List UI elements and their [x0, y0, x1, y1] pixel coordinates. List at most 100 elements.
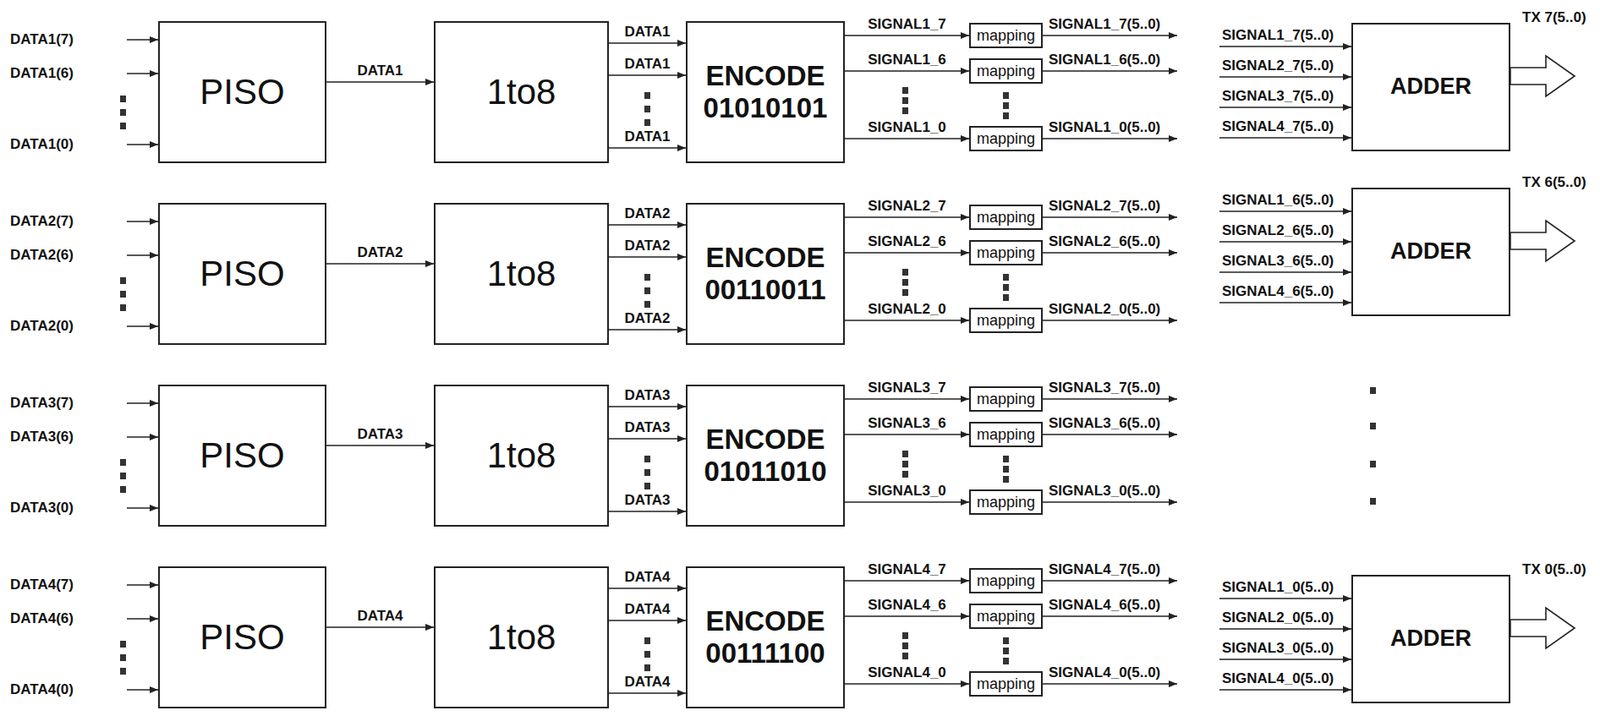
input-arrow	[126, 402, 159, 405]
bus-output-arrow	[1510, 608, 1575, 649]
signal-label: DATA2(0)	[10, 317, 74, 335]
signal-arrow	[326, 263, 434, 265]
demux-box: 1to8	[433, 21, 609, 164]
bus-output-arrow	[1510, 220, 1575, 262]
mapping-box: mapping	[969, 568, 1043, 594]
signal-name: DATA4	[624, 601, 670, 619]
ellipsis-dot	[1002, 647, 1009, 655]
box-text: 01011010	[703, 455, 827, 488]
ellipsis-dot	[902, 460, 909, 468]
box-text: ENCODE	[705, 241, 825, 274]
signal-label: DATA3(6)	[10, 428, 74, 446]
ellipsis-dot	[120, 641, 127, 648]
signal-arrow	[608, 510, 686, 513]
ellipsis-dot	[902, 450, 909, 458]
mapping-box: mapping	[969, 240, 1043, 266]
demux-box: 1to8	[433, 202, 609, 346]
piso-box: PISO	[158, 384, 327, 527]
input-arrow	[126, 143, 159, 146]
signal-name: SIGNAL2_7	[867, 197, 947, 215]
adder-box: ADDER	[1351, 187, 1511, 317]
signal-name: DATA1	[624, 55, 670, 73]
signal-label: SIGNAL4_7(5..0)	[1048, 561, 1161, 579]
ellipsis-dot	[120, 95, 127, 103]
adder-box: ADDER	[1351, 575, 1511, 704]
box-text: ENCODE	[705, 423, 825, 456]
box-text: 1to8	[487, 253, 557, 295]
ellipsis-dot	[644, 92, 651, 99]
ellipsis-dot	[120, 290, 127, 298]
ellipsis-dot	[644, 664, 651, 672]
box-text: 1to8	[487, 617, 557, 658]
ellipsis-dot	[902, 279, 909, 286]
signal-arrow	[608, 256, 686, 258]
output-arrow	[1042, 252, 1178, 254]
signal-label: SIGNAL2_0(5..0)	[1048, 301, 1161, 318]
ellipsis-dot	[902, 289, 909, 296]
output-arrow	[1042, 501, 1178, 504]
encoder-box: ENCODE01010101	[685, 21, 845, 164]
signal-arrow	[608, 74, 686, 77]
signal-arrow	[844, 580, 970, 582]
signal-label: SIGNAL2_7(5..0)	[1221, 57, 1334, 75]
signal-name: SIGNAL4_0	[867, 664, 947, 682]
bus-input-arrow	[1219, 106, 1352, 109]
input-arrow	[126, 254, 159, 257]
ellipsis-dot	[1002, 92, 1009, 99]
signal-label: SIGNAL2_7(5..0)	[1048, 197, 1161, 215]
ellipsis-dot	[1369, 498, 1376, 505]
signal-label: SIGNAL1_7(5..0)	[1048, 16, 1161, 33]
input-arrow	[126, 220, 159, 223]
signal-name: SIGNAL4_7	[867, 561, 947, 579]
box-text: mapping	[976, 62, 1036, 81]
input-arrow	[126, 584, 159, 587]
ellipsis-dot	[644, 273, 651, 281]
mapping-box: mapping	[969, 489, 1043, 516]
signal-label: SIGNAL4_6(5..0)	[1221, 283, 1334, 301]
signal-arrow	[608, 405, 686, 408]
bus-input-arrow	[1219, 658, 1352, 661]
ellipsis-dot	[902, 97, 909, 105]
signal-name: DATA3	[624, 419, 670, 437]
signal-label: DATA3(0)	[10, 499, 74, 517]
signal-name: SIGNAL2_6	[867, 233, 947, 251]
mapping-box: mapping	[969, 307, 1043, 334]
ellipsis-dot	[644, 455, 651, 463]
bus-input-arrow	[1219, 45, 1352, 48]
output-arrow	[1042, 216, 1178, 219]
signal-name: DATA1	[624, 128, 670, 146]
box-text: 1to8	[487, 435, 557, 477]
input-arrow	[126, 618, 159, 620]
signal-label: DATA4(7)	[10, 576, 74, 594]
piso-box: PISO	[158, 21, 327, 164]
signal-arrow	[844, 137, 970, 140]
signal-label: TX 7(5..0)	[1522, 9, 1587, 27]
box-text: ENCODE	[705, 605, 825, 638]
box-text: mapping	[976, 675, 1036, 694]
signal-label: SIGNAL1_6(5..0)	[1048, 51, 1161, 69]
output-arrow	[1042, 615, 1178, 618]
ellipsis-dot	[120, 668, 127, 675]
demux-box: 1to8	[433, 566, 609, 709]
box-text: mapping	[976, 426, 1036, 444]
signal-label: SIGNAL3_6(5..0)	[1048, 415, 1161, 433]
signal-name: DATA3	[624, 492, 670, 510]
ellipsis-dot	[902, 471, 909, 478]
signal-arrow	[608, 328, 686, 331]
signal-name: DATA4	[624, 569, 670, 587]
signal-label: DATA3(7)	[10, 394, 74, 412]
signal-arrow	[608, 147, 686, 149]
signal-label: DATA2(6)	[10, 246, 74, 264]
signal-arrow	[844, 216, 970, 219]
signal-label: SIGNAL4_0(5..0)	[1221, 670, 1334, 688]
piso-box: PISO	[158, 566, 327, 709]
signal-label: SIGNAL1_7(5..0)	[1221, 27, 1334, 44]
ellipsis-dot	[1002, 657, 1009, 665]
signal-arrow	[844, 252, 970, 254]
signal-label: DATA1(0)	[10, 136, 74, 154]
ellipsis-dot	[902, 107, 909, 115]
ellipsis-dot	[1002, 476, 1009, 483]
ellipsis-dot	[120, 109, 127, 116]
signal-name: DATA2	[624, 205, 670, 223]
input-arrow	[126, 72, 159, 75]
